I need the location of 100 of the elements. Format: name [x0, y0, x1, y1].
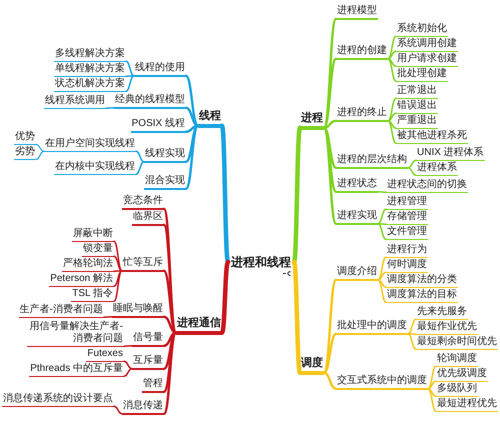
branch-line: [184, 124, 200, 190]
branch-line: [387, 120, 397, 129]
subtopic: 系统初始化: [396, 23, 448, 37]
branch-line: [377, 279, 387, 303]
subtopic: 最短作业优先: [416, 321, 478, 335]
branch-line: [387, 112, 397, 122]
subtopic: 用信号量解决生产者-消费者问题: [27, 321, 124, 347]
main-topic: 调度: [300, 357, 324, 375]
subtopic: 经典的线程模型: [114, 94, 186, 109]
subtopic: 进程行为: [386, 244, 428, 258]
branch-line: [35, 150, 45, 160]
branch-line: [162, 332, 178, 393]
subtopic: 调度算法的目标: [386, 289, 458, 303]
branch-line: [184, 106, 200, 127]
subtopic: 轮询调度: [436, 353, 478, 367]
subtopic: 状态机解决方案: [54, 78, 126, 92]
branch-line: [135, 150, 145, 163]
branch-line: [387, 98, 397, 122]
branch-line: [387, 58, 397, 82]
subtopic: TSL 指令: [71, 288, 114, 302]
branch-line: [125, 75, 135, 92]
subtopic: 正常退出: [396, 85, 438, 99]
subtopic: 多线程解决方案: [54, 48, 126, 62]
subtopic: 单线程解决方案: [54, 63, 126, 77]
branch-line: [377, 256, 387, 281]
subtopic: 调度介绍: [336, 266, 378, 281]
subtopic: 最短剩余时间优先: [416, 336, 498, 350]
branch-line: [322, 372, 338, 390]
branch-line: [113, 406, 123, 415]
subtopic: 消息传递系统的设计要点: [2, 393, 114, 407]
branch-line: [125, 60, 135, 77]
subtopic: 严重退出: [396, 115, 438, 129]
branch-line: [322, 126, 338, 193]
subtopic: 竞态条件: [122, 195, 164, 210]
subtopic: 多级队列: [436, 383, 478, 397]
subtopic: 线程的使用: [134, 62, 186, 77]
main-topic: 进程通信: [176, 317, 222, 335]
subtopic: 被其他进程杀死: [396, 130, 468, 144]
subtopic: 在内核中实现线程: [54, 161, 136, 175]
subtopic: 进程的层次结构: [336, 154, 408, 169]
branch-line: [113, 256, 123, 272]
branch-line: [427, 380, 437, 390]
branch-line: [322, 332, 338, 374]
subtopic: Futexes: [86, 348, 124, 362]
branch-line: [162, 332, 178, 347]
subtopic: 存储管理: [386, 211, 428, 225]
branch-line: [292, 126, 302, 264]
subtopic: Peterson 解法: [49, 273, 114, 287]
subtopic: 严格轮询法: [62, 258, 114, 272]
branch-line: [35, 144, 45, 152]
branch-line: [407, 333, 417, 335]
subtopic: 用户请求创建: [396, 53, 458, 67]
branch-line: [407, 333, 417, 350]
branch-line: [387, 50, 397, 60]
branch-line: [113, 240, 123, 272]
subtopic: 忙等互斥: [122, 257, 164, 272]
subtopic: UNIX 进程体系: [416, 147, 485, 161]
branch-line: [135, 161, 145, 175]
main-topic: 进程: [300, 112, 324, 130]
subtopic: 互斥量: [132, 355, 164, 370]
subtopic: 进程状态: [336, 178, 378, 193]
subtopic: 文件管理: [386, 226, 428, 240]
subtopic: 调度算法的分类: [386, 274, 458, 288]
subtopic: 错误退出: [396, 100, 438, 114]
subtopic: 线程实现: [144, 148, 186, 163]
subtopic: 批处理中的调度: [336, 320, 408, 335]
branch-line: [427, 388, 437, 397]
branch-line: [162, 270, 178, 334]
branch-line: [407, 167, 417, 176]
branch-line: [377, 223, 387, 225]
branch-line: [292, 260, 302, 375]
branch-line: [322, 58, 338, 129]
subtopic: 混合实现: [144, 175, 186, 190]
central-topic: 进程和线程: [228, 254, 294, 270]
subtopic: 生产者-消费者问题: [18, 304, 104, 318]
branch-line: [322, 120, 338, 129]
branch-line: [377, 208, 387, 225]
branch-line: [377, 191, 387, 193]
branch-line: [123, 368, 133, 377]
subtopic: 在用户空间实现线程: [44, 138, 136, 152]
branch-line: [387, 58, 397, 67]
subtopic: 锁变量: [82, 243, 114, 257]
subtopic: 进程模型: [336, 5, 378, 20]
branch-line: [407, 318, 417, 335]
branch-line: [220, 260, 230, 335]
branch-line: [377, 223, 387, 240]
subtopic: 屏蔽中断: [72, 228, 114, 242]
subtopic: 临界区: [132, 211, 164, 226]
branch-line: [162, 316, 178, 334]
subtopic: 进程管理: [386, 196, 428, 210]
subtopic: 先来先服务: [416, 306, 468, 320]
branch-line: [123, 345, 133, 347]
subtopic: 优先级调度: [436, 368, 488, 382]
branch-line: [377, 279, 387, 288]
subtopic: 睡眠与唤醒: [112, 303, 164, 318]
subtopic: 线程系统调用: [44, 95, 106, 109]
branch-line: [184, 74, 200, 127]
subtopic: 信号量: [132, 332, 164, 347]
subtopic: Pthreads 中的互斥量: [29, 363, 124, 377]
subtopic: 进程体系: [416, 162, 458, 176]
